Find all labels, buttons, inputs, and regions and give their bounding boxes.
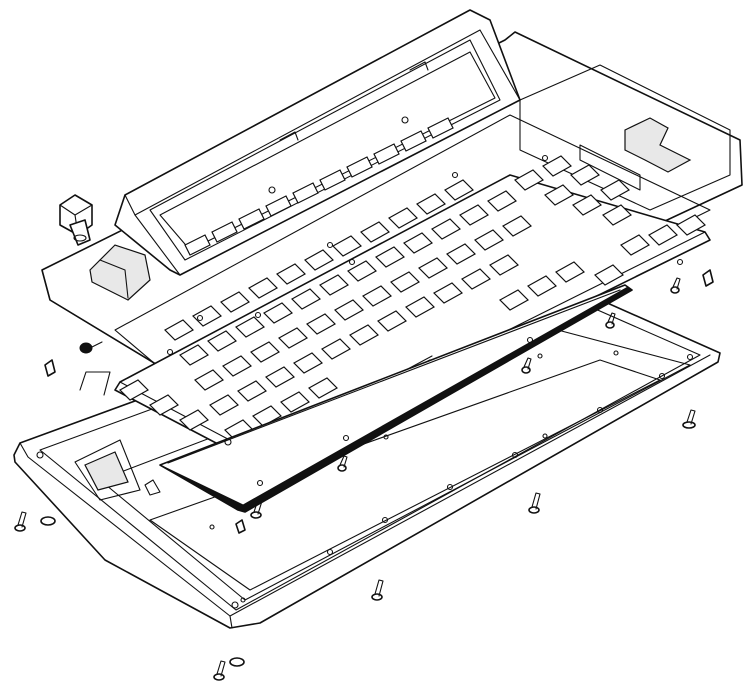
screw-9: [605, 312, 616, 329]
bumper-2: [702, 269, 714, 287]
fasteners: [14, 154, 714, 681]
key-plate: [114, 155, 711, 466]
volume-knob: [59, 194, 93, 246]
screw-5: [682, 409, 696, 429]
pcb-board: [159, 284, 633, 513]
screw-8: [521, 357, 532, 374]
foot-1: [40, 516, 56, 526]
foot-2: [229, 657, 245, 667]
side-screw: [79, 341, 103, 354]
bumper-3: [235, 519, 246, 534]
display-bezel: [114, 9, 521, 276]
bumper-1: [44, 359, 56, 377]
bezel-cells: [184, 117, 454, 256]
screw-7: [337, 455, 348, 472]
key-grid: [164, 155, 706, 441]
screw-2: [213, 660, 226, 681]
screw-1: [14, 511, 27, 532]
screw-6: [250, 499, 263, 519]
screw-3: [371, 579, 384, 601]
screw-10: [670, 277, 681, 294]
screw-4: [528, 492, 541, 514]
